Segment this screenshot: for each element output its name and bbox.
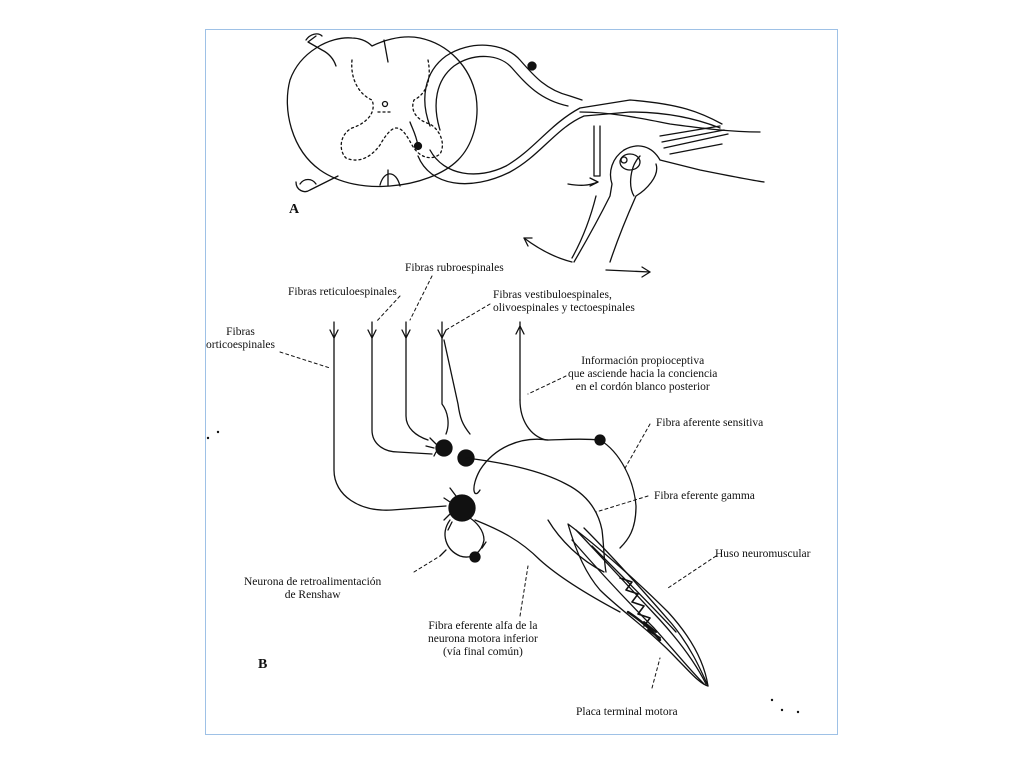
label-propio-line2: que asciende hacia la conciencia [568, 368, 718, 380]
label-alfa-line1: Fibra eferente alfa de la [428, 620, 538, 632]
panel-label-b: B [258, 657, 268, 672]
label-corticoespinales: Fibras orticoespinales [206, 326, 275, 352]
label-alfa-line2: neurona motora inferior [428, 633, 538, 645]
label-propio-line1: Información propioceptiva [581, 355, 705, 367]
label-renshaw-line1: Neurona de retroalimentación [244, 576, 382, 588]
label-vestibulo-line2: olivoespinales y tectoespinales [493, 302, 635, 314]
panel-label-a: A [289, 202, 300, 217]
neuron-bodies [425, 434, 606, 563]
label-huso: Huso neuromuscular [715, 548, 811, 560]
nerve-roots [295, 33, 723, 193]
label-fibra-alfa: Fibra eferente alfa de la neurona motora… [428, 620, 538, 659]
label-vestibuloespinales: Fibras vestibuloespinales, olivoespinale… [493, 289, 635, 315]
label-renshaw: Neurona de retroalimentación de Renshaw [244, 576, 381, 602]
label-cortico-line2: orticoespinales [206, 339, 275, 351]
muscle-spindle [567, 523, 709, 687]
label-renshaw-line2: de Renshaw [284, 589, 341, 601]
label-fibra-aferente: Fibra aferente sensitiva [656, 417, 764, 429]
label-reticuloespinales: Fibras reticuloespinales [288, 286, 397, 298]
label-propioceptiva: Información propioceptiva que asciende h… [568, 355, 717, 394]
stray-marks [206, 430, 800, 714]
spinal-cord-section [286, 36, 478, 188]
descending-fibers [329, 321, 525, 511]
label-fibra-gamma: Fibra eferente gamma [654, 490, 755, 502]
motion-arrows [523, 177, 651, 278]
label-cortico-line1: Fibras [226, 326, 255, 338]
label-vestibulo-line1: Fibras vestibuloespinales, [493, 289, 612, 301]
label-alfa-line3: (vía final común) [443, 646, 523, 658]
label-placa-terminal: Placa terminal motora [576, 706, 678, 718]
label-rubroespinales: Fibras rubroespinales [405, 262, 504, 274]
leader-lines [279, 275, 717, 689]
knee-leg [571, 111, 765, 263]
figure-frame [205, 29, 838, 735]
reflex-loops [444, 399, 637, 613]
label-propio-line3: en el cordón blanco posterior [575, 381, 710, 393]
